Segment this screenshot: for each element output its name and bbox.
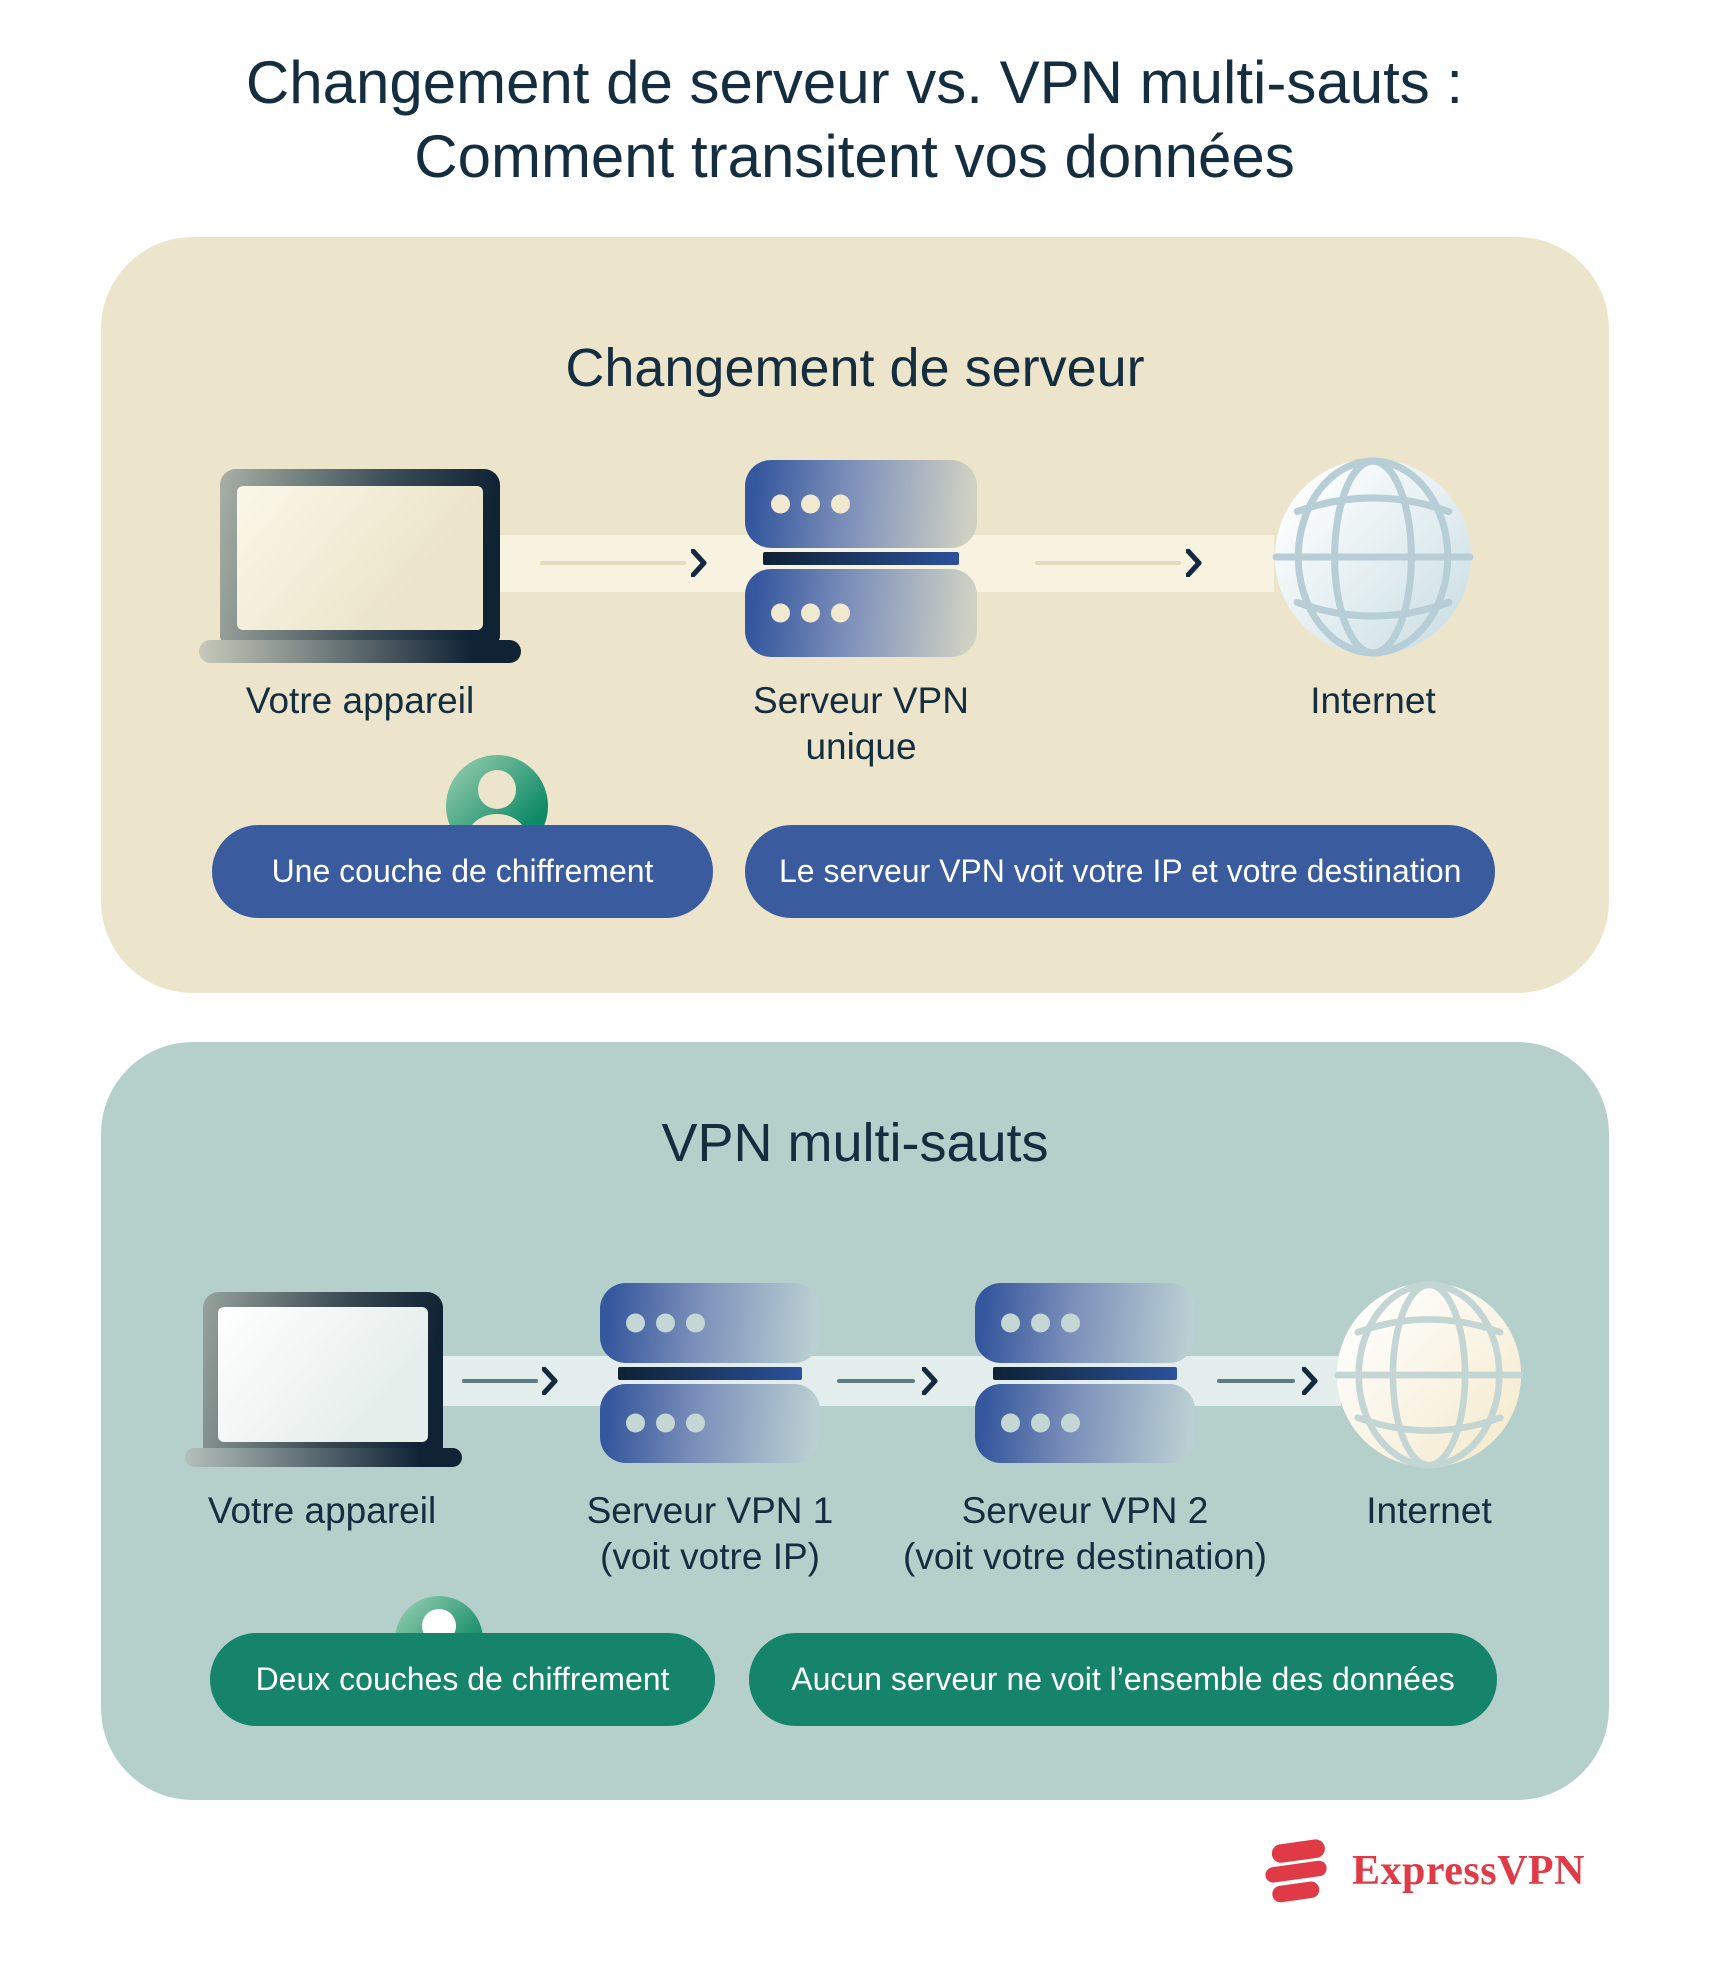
- laptop-base: [185, 1448, 462, 1467]
- vpn-server-2-icon: [975, 1283, 1195, 1463]
- section-multi-hop-title: VPN multi-sauts: [661, 1113, 1049, 1173]
- server-led-dots: [626, 1413, 705, 1433]
- arrow-right-chevron-icon: [542, 1367, 558, 1395]
- section-server-switch-title: Changement de serveur: [565, 338, 1145, 398]
- page-title: Changement de serveur vs. VPN multi-saut…: [0, 46, 1709, 194]
- internet-globe-icon: [1334, 1281, 1524, 1469]
- server-divider-bar: [763, 552, 959, 565]
- expressvpn-icon: [1265, 1839, 1327, 1903]
- server-2-label: Serveur VPN 2 (voit votre destination): [902, 1490, 1268, 1577]
- server-divider-bar: [618, 1366, 802, 1380]
- server-label: Serveur VPN unique: [753, 680, 969, 767]
- vpn-server-1-icon: [600, 1283, 820, 1463]
- server-led-dots: [1001, 1313, 1080, 1333]
- flow-line: [462, 1379, 538, 1383]
- server-unit: [745, 460, 977, 548]
- server-divider-bar: [993, 1366, 1177, 1380]
- internet-label: Internet: [1366, 1490, 1492, 1531]
- server-unit: [975, 1283, 1195, 1363]
- visibility-badge: Aucun serveur ne voit l’ensemble des don…: [749, 1633, 1497, 1726]
- flow-line: [837, 1379, 915, 1383]
- section-multi-hop: VPN multi-sauts: [101, 1042, 1609, 1800]
- vpn-server-icon: [745, 460, 977, 657]
- page-title-line2: Comment transitent vos données: [414, 123, 1295, 190]
- server-unit: [975, 1383, 1195, 1463]
- device-label: Votre appareil: [207, 1490, 437, 1531]
- expressvpn-wordmark: ExpressVPN: [1352, 1848, 1585, 1894]
- server-unit: [600, 1383, 820, 1463]
- encryption-badge: Une couche de chiffrement: [212, 825, 713, 918]
- encryption-badge: Deux couches de chiffrement: [210, 1633, 715, 1726]
- flow-line: [1035, 561, 1181, 565]
- arrow-right-chevron-icon: [1302, 1367, 1318, 1395]
- server-led-dots: [771, 603, 850, 623]
- avatar-head: [477, 770, 517, 810]
- page-title-line1: Changement de serveur vs. VPN multi-saut…: [245, 49, 1464, 116]
- arrow-right-chevron-icon: [1186, 549, 1202, 577]
- laptop-screen-inner: [237, 486, 548, 857]
- visibility-badge: Le serveur VPN voit votre IP et votre de…: [745, 825, 1496, 918]
- server-led-dots: [771, 494, 850, 514]
- flow-line: [540, 561, 686, 565]
- laptop-screen-inner: [218, 1307, 483, 1684]
- server-1-label: Serveur VPN 1 (voit votre IP): [586, 1490, 834, 1577]
- internet-globe-icon: [1272, 457, 1474, 657]
- server-unit: [600, 1283, 820, 1363]
- expressvpn-logo: ExpressVPN: [1260, 1838, 1585, 1904]
- arrow-right-chevron-icon: [922, 1367, 938, 1395]
- arrow-right-chevron-icon: [691, 549, 707, 577]
- laptop-screen: [220, 469, 548, 857]
- device-label: Votre appareil: [245, 680, 475, 721]
- internet-label: Internet: [1310, 680, 1436, 721]
- server-unit: [745, 569, 977, 657]
- laptop-base: [199, 640, 521, 663]
- section-server-switch: Changement de serveur: [101, 237, 1609, 993]
- laptop-screen: [203, 1292, 483, 1684]
- server-led-dots: [1001, 1413, 1080, 1433]
- flow-line: [1217, 1379, 1295, 1383]
- server-led-dots: [626, 1313, 705, 1333]
